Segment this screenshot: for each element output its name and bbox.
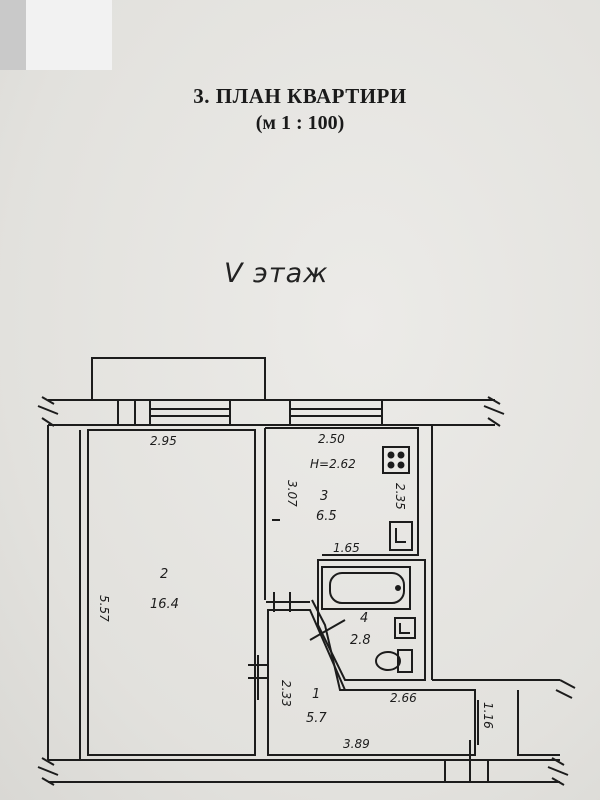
kitchen-sink-icon	[389, 521, 413, 551]
bathroom-outer-wall	[311, 599, 470, 691]
room-2-area: 16.4	[150, 597, 179, 612]
break-mark-bottom-right	[547, 757, 569, 786]
stove-icon	[382, 446, 410, 474]
room-1-number: 1	[312, 687, 320, 702]
room-1-area: 5.7	[306, 711, 327, 726]
dim-room1-width: 3.89	[343, 737, 370, 751]
break-mark-top-left	[37, 396, 59, 427]
entrance-door	[444, 740, 489, 782]
dim-room3-side: 2.35	[393, 483, 407, 510]
dim-room2-length: 5.57	[97, 595, 111, 622]
dim-room3-width: 2.50	[318, 432, 345, 446]
room-3-area: 6.5	[316, 509, 337, 524]
room-1-outline	[267, 609, 476, 756]
break-mark-bottom-left	[37, 757, 59, 786]
balcony-door	[117, 400, 136, 425]
room-3-outline	[265, 427, 419, 556]
door-bathroom	[309, 619, 346, 641]
dim-room2-width: 2.95	[150, 434, 177, 448]
room-4-number: 4	[360, 611, 368, 626]
corner-patch	[0, 0, 112, 70]
break-mark-right	[555, 679, 576, 699]
room-2-outline	[87, 429, 256, 756]
room-3-number: 3	[320, 489, 328, 504]
dim-room4-width: 2.66	[390, 691, 417, 705]
dim-right-side: 1.16	[481, 702, 495, 729]
dim-room3-bottom: 1.65	[333, 541, 360, 555]
toilet-icon	[375, 649, 413, 673]
door-kitchen	[266, 592, 310, 612]
floor-label: V этаж	[224, 258, 329, 289]
door-room2	[248, 655, 268, 700]
break-mark-top-right	[483, 396, 505, 427]
room-2-number: 2	[160, 567, 168, 582]
plan-title: 3. ПЛАН КВАРТИРИ	[193, 84, 407, 108]
dim-room3-length: 3.07	[285, 480, 299, 507]
bathtub-icon	[321, 566, 411, 610]
plan-scale: (м 1 : 100)	[255, 112, 345, 134]
window-kitchen	[289, 399, 383, 426]
dim-ceiling-height: H=2.62	[310, 457, 356, 471]
room-4-outline	[317, 559, 426, 681]
bathroom-sink-icon	[394, 617, 416, 639]
room-4-area: 2.8	[350, 633, 371, 648]
dim-room1-side: 2.33	[279, 680, 293, 707]
balcony	[91, 357, 266, 400]
stair-wall	[517, 690, 560, 756]
window-room2	[149, 399, 231, 426]
